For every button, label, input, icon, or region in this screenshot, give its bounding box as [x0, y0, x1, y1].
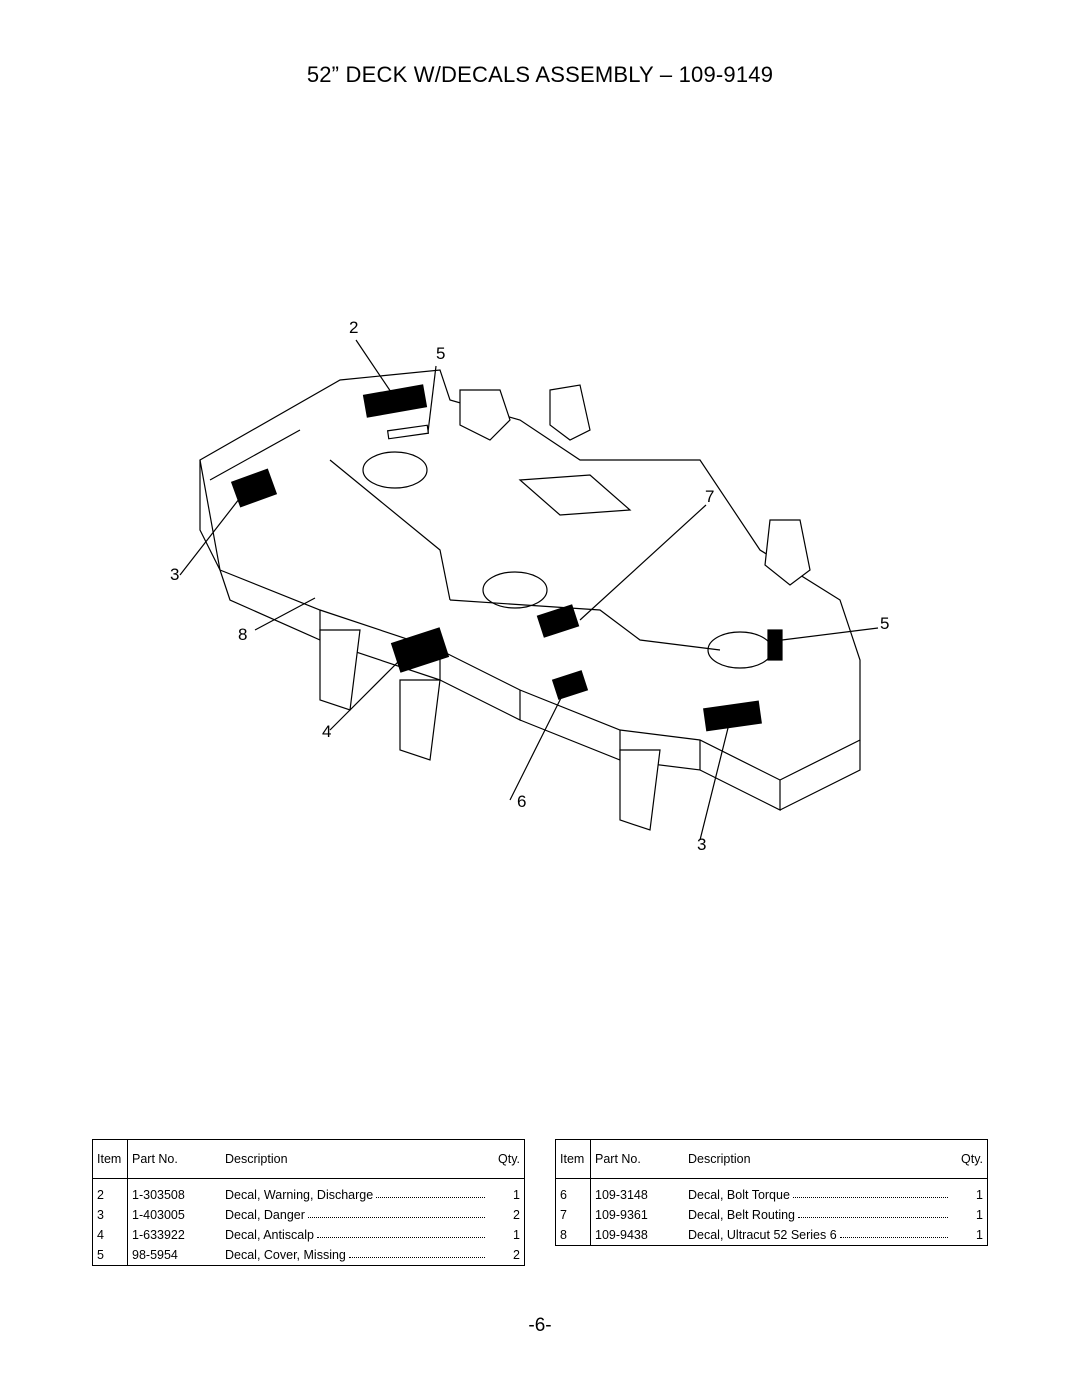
page-number: -6- [528, 1315, 552, 1336]
part-number: 98-5954 [132, 1248, 178, 1262]
header-item: Item [92, 1139, 128, 1179]
description: Decal, Danger [225, 1208, 305, 1222]
deck-assembly-diagram [179, 339, 879, 841]
quantity: 2 [513, 1208, 520, 1222]
callout-6: 6 [517, 792, 527, 811]
description: Decal, Antiscalp [225, 1228, 314, 1242]
part-number: 109-9361 [595, 1208, 648, 1222]
callout-3-left: 3 [170, 565, 180, 584]
table-row: 3 1-403005 Decal, Danger 2 [92, 1205, 525, 1225]
table-row: 2 1-303508 Decal, Warning, Discharge 1 [92, 1178, 525, 1205]
quantity: 1 [976, 1228, 983, 1242]
callout-5-right: 5 [880, 614, 890, 633]
quantity: 1 [976, 1188, 983, 1202]
part-number: 109-9438 [595, 1228, 648, 1242]
callout-8: 8 [238, 625, 248, 644]
part-number: 1-303508 [132, 1188, 185, 1202]
header-qty: Qty. [955, 1139, 988, 1179]
header-part-no: Part No. [127, 1139, 221, 1179]
description: Decal, Bolt Torque [688, 1188, 790, 1202]
table-row: 4 1-633922 Decal, Antiscalp 1 [92, 1225, 525, 1245]
parts-table-right: Item Part No. Description Qty. 6 109-314… [555, 1139, 988, 1246]
item-number: 5 [92, 1245, 128, 1266]
table-row: 7 109-9361 Decal, Belt Routing 1 [555, 1205, 988, 1225]
item-number: 7 [555, 1205, 591, 1225]
callout-5-top: 5 [436, 344, 446, 363]
table-row: 5 98-5954 Decal, Cover, Missing 2 [92, 1245, 525, 1266]
item-number: 6 [555, 1178, 591, 1205]
header-item: Item [555, 1139, 591, 1179]
table-header-row: Item Part No. Description Qty. [555, 1139, 988, 1179]
callout-2: 2 [349, 318, 359, 337]
description: Decal, Belt Routing [688, 1208, 796, 1222]
item-number: 2 [92, 1178, 128, 1205]
table-header-row: Item Part No. Description Qty. [92, 1139, 525, 1179]
quantity: 1 [513, 1228, 520, 1242]
table-row: 6 109-3148 Decal, Bolt Torque 1 [555, 1178, 988, 1205]
table-row: 8 109-9438 Decal, Ultracut 52 Series 6 1 [555, 1225, 988, 1246]
item-number: 8 [555, 1225, 591, 1246]
callout-7: 7 [705, 487, 715, 506]
description: Decal, Cover, Missing [225, 1248, 346, 1262]
part-number: 109-3148 [595, 1188, 648, 1202]
page-title: 52” DECK W/DECALS ASSEMBLY – 109-9149 [306, 62, 774, 87]
header-part-no: Part No. [590, 1139, 684, 1179]
callout-4: 4 [322, 722, 332, 741]
description: Decal, Ultracut 52 Series 6 [688, 1228, 837, 1242]
item-number: 4 [92, 1225, 128, 1245]
quantity: 1 [513, 1188, 520, 1202]
part-number: 1-633922 [132, 1228, 185, 1242]
description: Decal, Warning, Discharge [225, 1188, 374, 1202]
part-number: 1-403005 [132, 1208, 185, 1222]
parts-table-left: Item Part No. Description Qty. 2 1-30350… [92, 1139, 525, 1266]
quantity: 1 [976, 1208, 983, 1222]
header-description: Description [684, 1139, 955, 1179]
header-description: Description [221, 1139, 492, 1179]
item-number: 3 [92, 1205, 128, 1225]
callout-3-bottom: 3 [697, 835, 707, 854]
header-qty: Qty. [492, 1139, 525, 1179]
quantity: 2 [513, 1248, 520, 1262]
